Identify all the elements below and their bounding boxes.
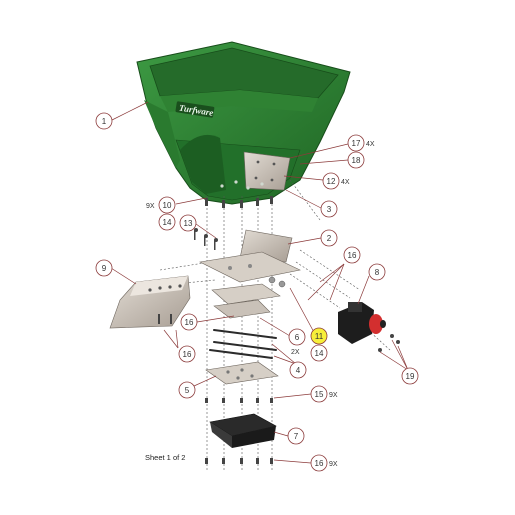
callout-16-mid: 16	[180, 313, 198, 331]
callout-4: 4	[289, 361, 307, 379]
callout-16-upper: 16	[343, 246, 361, 264]
callout-16-bottom: 16 9X	[310, 454, 338, 472]
part-5-plate	[205, 361, 279, 385]
callout-13: 13	[179, 214, 197, 232]
callout-19: 19	[401, 367, 419, 385]
part-8-motor	[338, 302, 400, 352]
callout-14-bottom: 14	[310, 344, 328, 362]
callout-16-upper-number: 16	[348, 251, 357, 260]
callout-8: 8	[368, 263, 386, 281]
callout-14-top: 14	[158, 213, 176, 231]
callout-17-number: 17	[352, 139, 361, 148]
plate-assembly	[199, 251, 301, 319]
callout-13-number: 13	[184, 219, 193, 228]
callout-14-bottom-number: 14	[315, 349, 324, 358]
callout-16-mid-number: 16	[185, 318, 194, 327]
callout-9: 9	[95, 259, 113, 277]
sheet-label: Sheet 1 of 2	[145, 453, 185, 462]
callout-12: 12 4X	[322, 172, 350, 190]
callout-18: 18	[347, 151, 365, 169]
callout-6-qty: 2X	[291, 349, 300, 356]
callout-19-number: 19	[406, 372, 415, 381]
callout-15-number: 15	[315, 390, 324, 399]
part-9-deflector	[109, 275, 191, 329]
callout-16-left-number: 16	[183, 350, 192, 359]
callout-8-number: 8	[375, 268, 380, 277]
callout-2-number: 2	[327, 234, 332, 243]
callout-7: 7	[287, 427, 305, 445]
callout-16-bottom-number: 16	[315, 459, 324, 468]
callout-5-number: 5	[185, 386, 190, 395]
callout-18-number: 18	[352, 156, 361, 165]
callout-10-qty: 9X	[146, 203, 155, 210]
callout-1-number: 1	[102, 117, 107, 126]
callout-9-number: 9	[102, 264, 107, 273]
bolt-set	[194, 196, 273, 464]
callout-10: 10 9X	[146, 196, 176, 214]
hopper-part	[136, 41, 351, 205]
callout-6: 6 2X	[288, 328, 306, 356]
callout-15-qty: 9X	[329, 392, 338, 399]
callout-4-number: 4	[296, 366, 301, 375]
callout-2: 2	[320, 229, 338, 247]
callout-10-number: 10	[163, 201, 172, 210]
callout-11: 11	[310, 327, 328, 345]
callout-6-number: 6	[295, 333, 300, 342]
callout-17-qty: 4X	[366, 141, 375, 148]
callout-7-number: 7	[294, 432, 299, 441]
callout-16-bottom-qty: 9X	[329, 461, 338, 468]
callout-11-number: 11	[315, 332, 324, 341]
callout-3-number: 3	[327, 205, 332, 214]
callout-12-qty: 4X	[341, 179, 350, 186]
callout-17: 17 4X	[347, 134, 375, 152]
callout-14-top-number: 14	[163, 218, 172, 227]
callout-12-number: 12	[327, 177, 336, 186]
part-7-tray	[209, 413, 277, 448]
callout-16-left: 16	[178, 345, 196, 363]
callout-1: 1	[95, 112, 113, 130]
leader-lines	[110, 101, 409, 464]
callout-15: 15 9X	[310, 385, 338, 403]
part-4-rods	[209, 329, 277, 359]
callout-5: 5	[178, 381, 196, 399]
callout-3: 3	[320, 200, 338, 218]
